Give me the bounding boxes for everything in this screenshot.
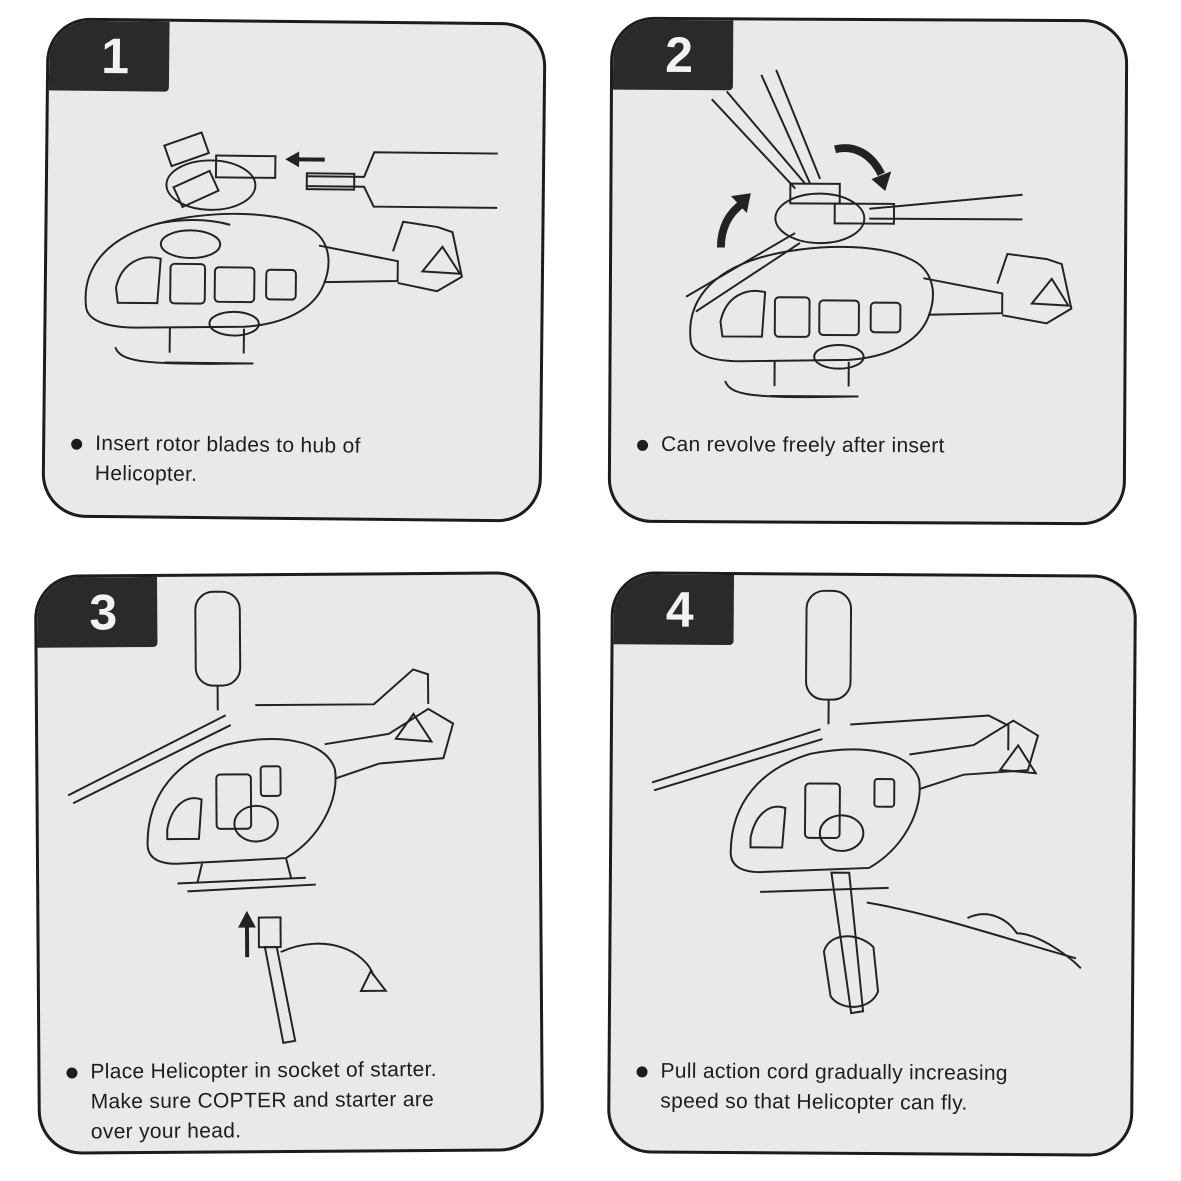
instruction-card-step-1: 1 — [41, 17, 547, 523]
step-caption: Insert rotor blades to hub of Helicopter… — [71, 429, 526, 494]
step-caption: Place Helicopter in socket of starter. M… — [66, 1054, 527, 1147]
rotate-arrow-icon — [716, 144, 892, 248]
insert-arrow-icon — [285, 151, 325, 168]
caption-line: Make sure COPTER and starter are — [90, 1087, 435, 1114]
caption-line: speed so that Helicopter can fly. — [660, 1089, 968, 1115]
caption-line: Place Helicopter in socket of starter. — [90, 1057, 437, 1084]
step-caption: Can revolve freely after insert — [637, 430, 1109, 462]
bullet-icon — [66, 1067, 78, 1079]
up-arrow-icon — [238, 910, 256, 958]
caption-line: Can revolve freely after insert — [661, 432, 945, 458]
step-caption: Pull action cord gradually increasing sp… — [636, 1056, 1116, 1119]
bullet-icon — [637, 439, 649, 451]
instruction-card-step-3: 3 — [33, 571, 545, 1155]
helicopter-rotating-blades-illustration — [685, 69, 1073, 399]
caption-line: Helicopter. — [94, 461, 198, 486]
bullet-icon — [636, 1066, 648, 1078]
helicopter-on-starter-illustration — [67, 590, 455, 1045]
caption-line: Insert rotor blades to hub of — [95, 431, 361, 458]
helicopter-launch-illustration — [651, 589, 1082, 1015]
instruction-card-step-4: 4 — [606, 571, 1138, 1157]
caption-line: Pull action cord gradually increasing — [660, 1059, 1008, 1085]
helicopter-insert-blades-illustration — [84, 131, 498, 365]
instruction-card-step-2: 2 — [607, 16, 1129, 526]
caption-line: over your head. — [90, 1119, 242, 1144]
bullet-icon — [71, 438, 83, 450]
